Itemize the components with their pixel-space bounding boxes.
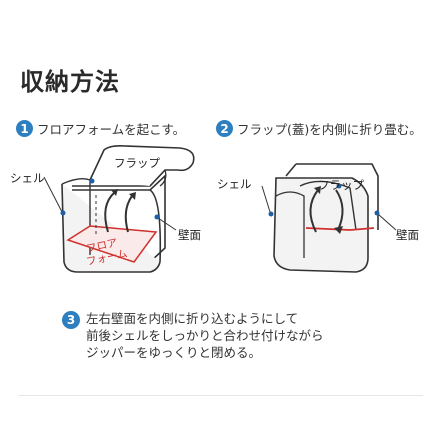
page-title: 収納方法 [20, 68, 120, 96]
step-number-badge: 1 [16, 120, 33, 137]
step-3-line-1: 左右壁面を内側に折り込むようにして [86, 311, 299, 326]
fig2-wall-label: 壁面 [396, 228, 419, 242]
step-3-line-2: 前後シェルをしっかりと合わせ付けながら [86, 328, 324, 343]
step-3: 3 左右壁面を内側に折り込むようにして 前後シェルをしっかりと合わせ付けながら … [62, 310, 324, 361]
fig2-shell-label: シェル [217, 177, 252, 191]
step-1: 1 フロアフォームを起こす。 [16, 119, 185, 138]
fig1-shell-label: シェル [10, 171, 45, 185]
step-3-line-3: ジッパーをゆっくりと閉める。 [86, 345, 262, 360]
divider [18, 395, 423, 396]
step-2-text: フラップ(蓋)を内側に折り畳む。 [237, 122, 422, 137]
step-2: 2 フラップ(蓋)を内側に折り畳む。 [216, 119, 422, 138]
step-3-text: 左右壁面を内側に折り込むようにして 前後シェルをしっかりと合わせ付けながら ジッ… [86, 310, 324, 361]
curved-arrow-icon [111, 189, 118, 196]
step-number-badge: 3 [62, 311, 80, 329]
fig1-flap-label: フラップ [114, 156, 160, 170]
fig1-wall-label: 壁面 [178, 228, 201, 242]
step-1-text: フロアフォームを起こす。 [37, 122, 186, 137]
step-number-badge: 2 [216, 120, 233, 137]
fig2-flap-label: フラップ [318, 178, 364, 192]
